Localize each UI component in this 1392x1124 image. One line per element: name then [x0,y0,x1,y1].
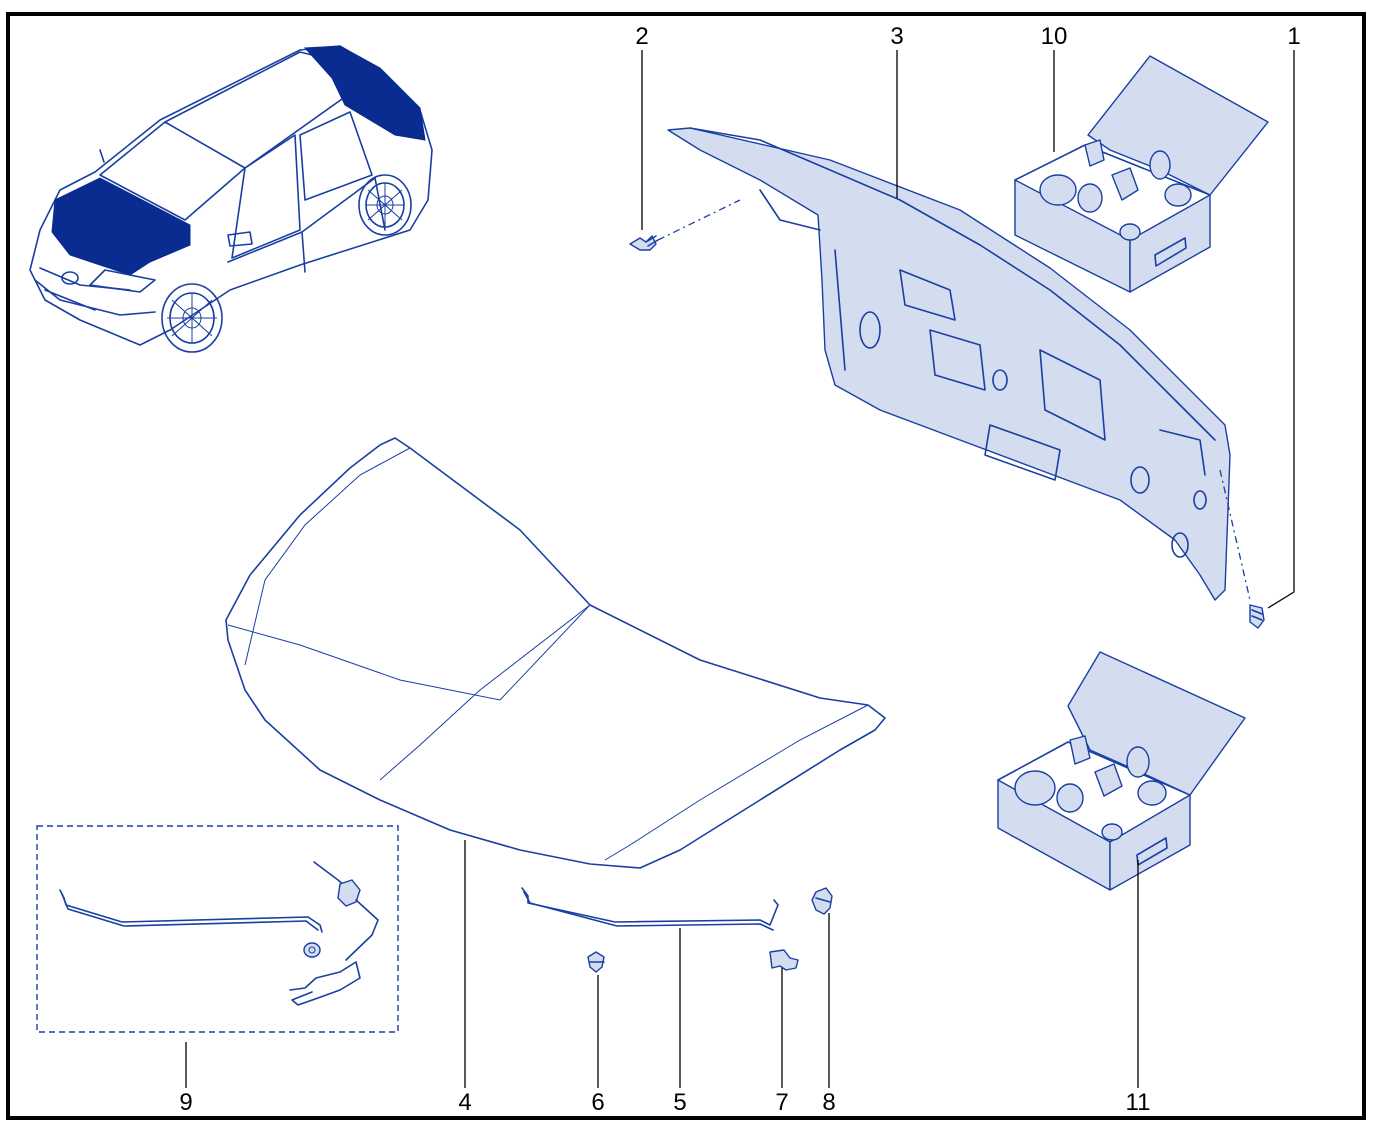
callout-labels: 2 3 10 1 9 4 6 5 7 8 11 [179,23,1300,1116]
callout-10: 10 [1041,23,1068,50]
fixing-kit-box-part-11 [997,651,1246,891]
callout-11: 11 [1126,1089,1151,1116]
tailgate-panel-part-3 [667,127,1231,601]
bolt-part-1 [1219,469,1265,629]
rod-holder-part-7 [769,949,799,971]
callout-8: 8 [822,1089,835,1116]
clip-part-6 [587,951,605,973]
stay-rod-part-5 [521,887,779,931]
buffer-part-8 [811,887,833,915]
callout-1: 1 [1287,23,1300,50]
callout-3: 3 [890,23,903,50]
callout-7: 7 [775,1089,788,1116]
kit-part-9 [36,825,399,1033]
kit-dashed-box [36,825,399,1033]
diagram-frame [6,12,1366,1120]
hood-part-4 [225,437,886,869]
car-tailgate-highlight [303,45,426,141]
callout-4: 4 [458,1089,471,1116]
leader-lines [185,50,1295,1088]
car-overview-illustration [29,45,433,353]
car-hood-highlight [51,177,191,276]
callout-2: 2 [635,23,648,50]
callout-5: 5 [673,1089,686,1116]
callout-9: 9 [179,1089,192,1116]
callout-6: 6 [591,1089,604,1116]
fixing-kit-box-part-10 [1014,55,1269,293]
bolt-part-2 [629,199,741,251]
